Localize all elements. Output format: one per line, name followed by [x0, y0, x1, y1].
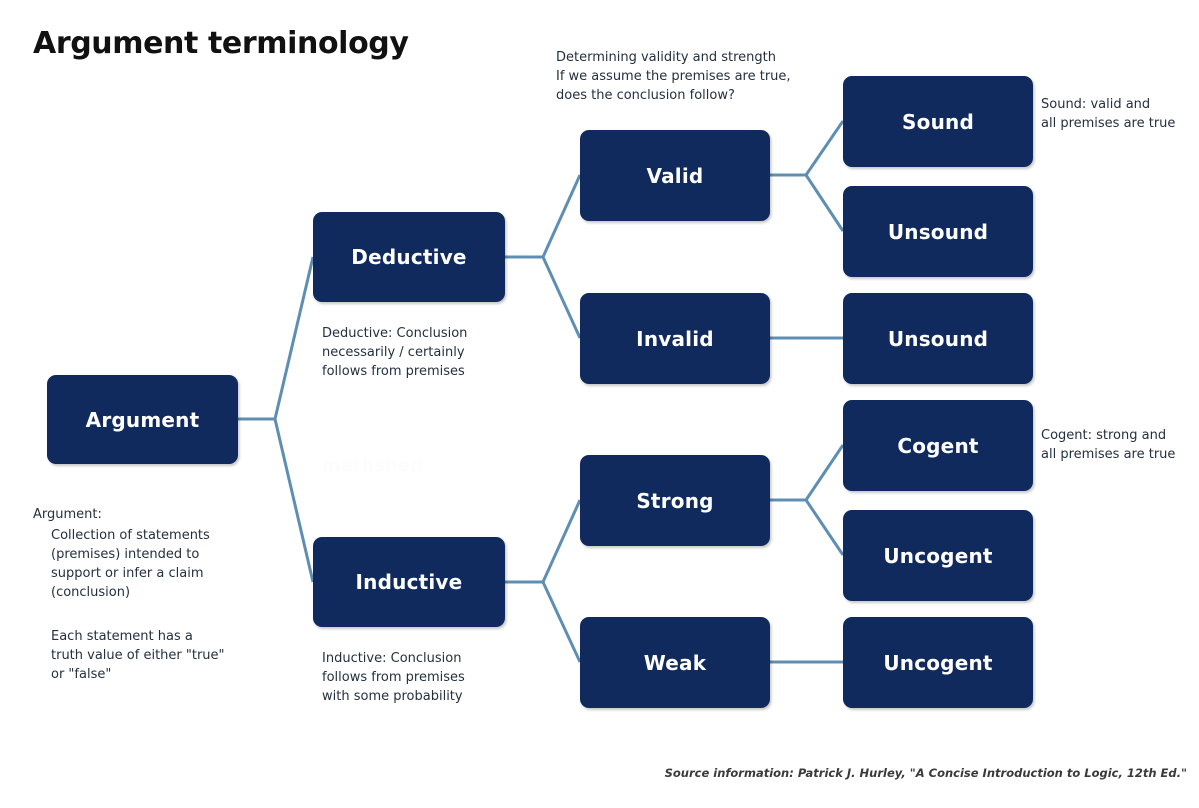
node-unsound-from-valid-label: Unsound [887, 219, 989, 244]
node-invalid[interactable]: Invalid [580, 293, 770, 384]
node-inductive[interactable]: Inductive [313, 537, 505, 627]
node-cogent-label: Cogent [897, 433, 979, 458]
node-unsound-from-invalid[interactable]: Unsound [843, 293, 1033, 384]
page-title: Argument terminology [33, 26, 409, 61]
node-cogent[interactable]: Cogent [843, 400, 1033, 491]
node-unsound-from-invalid-label: Unsound [887, 326, 989, 351]
annotation-determining-validity: Determining validity and strength If we … [556, 50, 791, 103]
node-strong[interactable]: Strong [580, 455, 770, 546]
annotation-argument-truth-value: Each statement has a truth value of eith… [51, 629, 225, 682]
node-argument[interactable]: Argument [47, 375, 238, 464]
node-uncogent-from-weak[interactable]: Uncogent [843, 617, 1033, 708]
node-deductive[interactable]: Deductive [313, 212, 505, 302]
connector-valid-to-unsound [770, 173, 845, 232]
annotation-inductive-definition: Inductive: Conclusion follows from premi… [322, 651, 465, 704]
annotation-argument-heading: Argument: [33, 507, 102, 522]
node-weak[interactable]: Weak [580, 617, 770, 708]
connector-argument-to-inductive [238, 417, 315, 583]
node-weak-label: Weak [643, 650, 707, 675]
connector-deductive-to-invalid [505, 255, 582, 339]
node-uncogent-from-strong[interactable]: Uncogent [843, 510, 1033, 601]
node-uncogent-from-strong-label: Uncogent [883, 543, 993, 568]
node-valid-label: Valid [646, 163, 704, 188]
node-deductive-label: Deductive [351, 245, 467, 269]
connector-inductive-to-weak [505, 580, 582, 663]
node-invalid-label: Invalid [636, 326, 714, 351]
connector-valid-to-sound [770, 120, 845, 177]
watermark-text: mathshed [322, 455, 423, 476]
annotation-deductive-definition: Deductive: Conclusion necessarily / cert… [322, 326, 468, 379]
connector-argument-to-deductive [238, 256, 315, 421]
annotation-argument-definition: Collection of statements (premises) inte… [51, 528, 210, 600]
node-strong-label: Strong [636, 488, 714, 513]
connector-strong-to-uncogent [770, 498, 845, 556]
connector-strong-to-cogent [770, 444, 845, 502]
connector-deductive-to-valid [505, 174, 582, 259]
connector-inductive-to-strong [505, 499, 582, 584]
node-uncogent-from-weak-label: Uncogent [883, 650, 993, 675]
node-sound-label: Sound [902, 109, 974, 134]
node-inductive-label: Inductive [355, 570, 463, 594]
node-unsound-from-valid[interactable]: Unsound [843, 186, 1033, 277]
connector-lines [238, 120, 845, 664]
annotation-sound-definition: Sound: valid and all premises are true [1041, 97, 1176, 131]
node-valid[interactable]: Valid [580, 130, 770, 221]
annotation-cogent-definition: Cogent: strong and all premises are true [1041, 428, 1176, 462]
node-argument-label: Argument [85, 407, 200, 432]
node-sound[interactable]: Sound [843, 76, 1033, 167]
source-information: Source information: Patrick J. Hurley, "… [664, 766, 1187, 780]
